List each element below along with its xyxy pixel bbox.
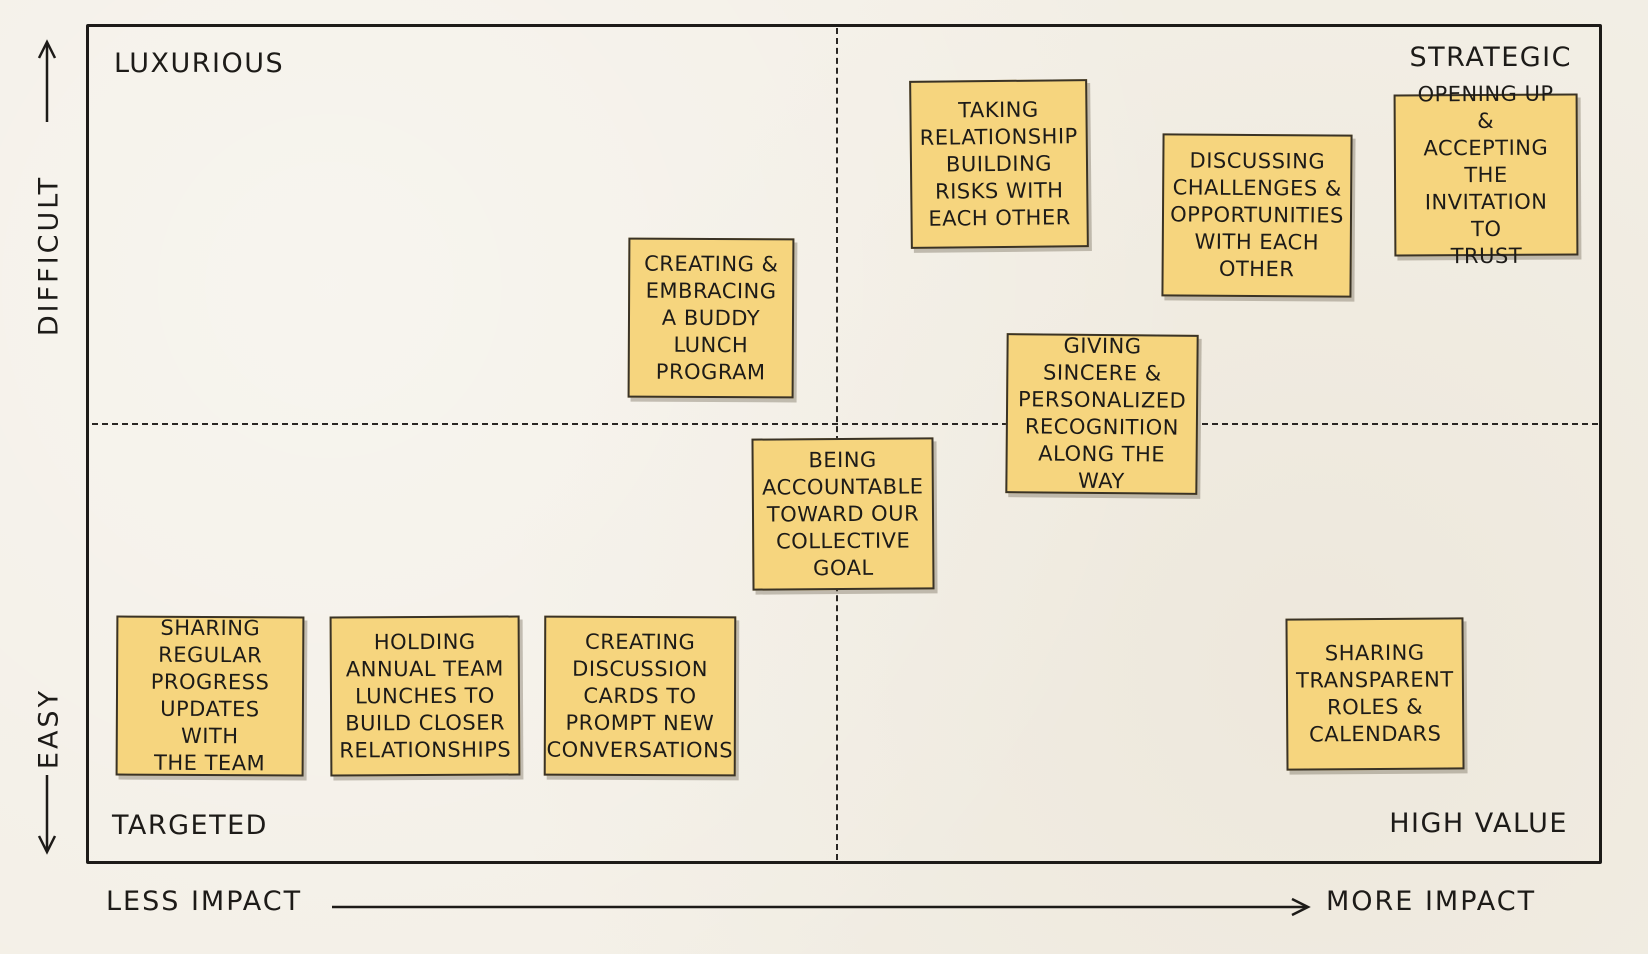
note-line: progress — [150, 669, 270, 695]
note-line: Sharing — [1324, 640, 1425, 666]
note-line: calendars — [1309, 721, 1442, 747]
note-text: Giving sincere & personalized recognitio… — [1017, 332, 1187, 495]
matrix-frame — [86, 24, 1602, 864]
note-line: along the way — [1038, 441, 1166, 494]
note-line: discussion — [572, 656, 709, 681]
y-axis: Difficult Easy — [0, 0, 86, 880]
note-line: accepting — [1423, 135, 1549, 160]
horizontal-divider — [92, 423, 1598, 425]
note-line: Taking — [958, 97, 1039, 122]
note-line: trust — [1450, 243, 1523, 268]
quadrant-label-targeted: Targeted — [112, 810, 268, 841]
note-line: transparent — [1296, 667, 1454, 693]
note-line: building — [945, 150, 1053, 177]
note-line: opportunities — [1170, 202, 1344, 228]
note-text: Being accountable toward our collective … — [762, 446, 924, 582]
note-line: roles & — [1327, 694, 1424, 720]
note-line: conversations — [546, 737, 734, 762]
y-axis-label-difficult: Difficult — [33, 174, 65, 337]
note-line: personalized — [1017, 387, 1187, 413]
note-line: updates with — [160, 696, 260, 749]
note-text: Discussing challenges & opportunities wi… — [1170, 147, 1345, 283]
sticky-note-discussion-cards: Creating discussion cards to prompt new … — [543, 615, 737, 777]
note-line: relationships — [339, 737, 512, 762]
sticky-note-transparent-roles: Sharing transparent roles & calendars — [1285, 617, 1465, 771]
note-line: annual team — [345, 656, 504, 681]
note-line: Creating — [585, 629, 696, 654]
note-line: challenges & — [1172, 175, 1342, 201]
x-axis-label-more-impact: More Impact — [1326, 886, 1537, 917]
note-line: each other — [928, 204, 1071, 231]
note-line: goal — [813, 555, 874, 580]
y-axis-arrows — [37, 39, 57, 855]
quadrant-label-strategic: Strategic — [1409, 42, 1572, 73]
note-line: cards to — [583, 683, 697, 708]
note-line: lunch — [673, 332, 749, 357]
quadrant-label-luxurious: Luxurious — [114, 48, 285, 79]
note-line: risks with — [934, 177, 1064, 204]
note-line: lunches to — [355, 683, 495, 708]
note-line: recognition — [1024, 414, 1179, 440]
note-text: Sharing transparent roles & calendars — [1296, 639, 1454, 748]
note-line: Giving — [1063, 333, 1142, 359]
note-line: sincere & — [1042, 360, 1162, 386]
note-text: Taking relationship building risks with … — [919, 96, 1078, 233]
note-text: Creating discussion cards to prompt new … — [546, 628, 733, 764]
note-line: invitation to — [1424, 189, 1548, 241]
note-line: embracing — [645, 278, 777, 303]
note-line: prompt new — [565, 710, 715, 735]
x-axis-label-less-impact: Less Impact — [106, 886, 303, 917]
note-line: the — [1464, 162, 1508, 187]
note-line: Being — [808, 447, 877, 472]
note-line: relationship — [919, 123, 1078, 150]
note-line: other — [1218, 256, 1295, 282]
sticky-note-accountable-goal: Being accountable toward our collective … — [751, 437, 935, 591]
note-line: Sharing — [160, 615, 261, 641]
note-line: program — [655, 359, 766, 384]
note-text: Holding annual team lunches to build clo… — [339, 628, 512, 764]
quadrant-label-high-value: High Value — [1389, 808, 1568, 839]
x-axis-arrow — [332, 897, 1311, 917]
note-line: a buddy — [661, 305, 761, 330]
note-line: build closer — [345, 710, 506, 735]
sticky-note-opening-up: Opening up & accepting the invitation to… — [1393, 81, 1579, 268]
sticky-note-discussing-challenges: Discussing challenges & opportunities wi… — [1161, 133, 1353, 298]
note-line: collective — [776, 528, 911, 553]
note-line: Creating & — [644, 251, 779, 276]
note-line: Discussing — [1189, 148, 1326, 174]
note-text: Sharing regular progress updates with th… — [128, 615, 293, 778]
sticky-note-annual-lunches: Holding annual team lunches to build clo… — [329, 615, 521, 777]
sticky-note-taking-relationship-risks: Taking relationship building risks with … — [909, 79, 1089, 249]
sticky-note-sincere-recognition: Giving sincere & personalized recognitio… — [1005, 332, 1199, 495]
note-line: Holding — [373, 629, 476, 654]
sticky-note-buddy-lunch: Creating & embracing a buddy lunch progr… — [627, 237, 795, 399]
note-line: toward our — [766, 500, 920, 527]
note-line: Opening up & — [1417, 81, 1554, 133]
note-text: Opening up & accepting the invitation to… — [1406, 80, 1567, 270]
y-axis-label-easy: Easy — [33, 687, 65, 770]
sticky-note-progress-updates: Sharing regular progress updates with th… — [115, 615, 305, 778]
note-line: accountable — [762, 473, 924, 500]
note-text: Creating & embracing a buddy lunch progr… — [643, 250, 778, 386]
note-line: regular — [158, 642, 263, 668]
note-line: with each — [1194, 229, 1320, 255]
note-line: the team — [154, 750, 266, 776]
